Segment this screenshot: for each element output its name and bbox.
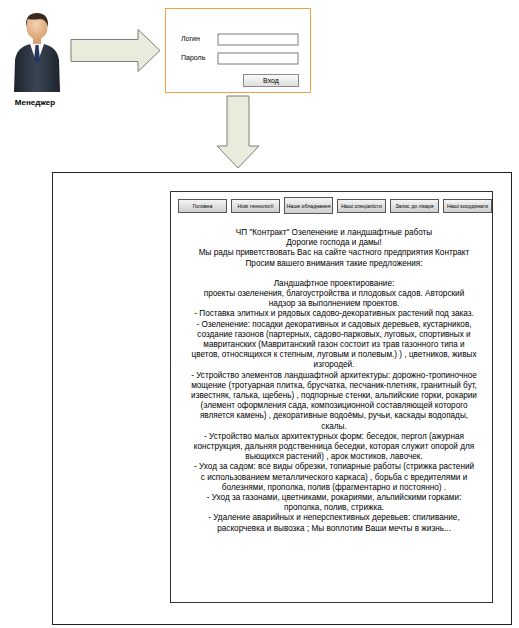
actor-label: Менеджер [2,98,68,107]
button-label: Головна [193,203,213,209]
login-button: Вход [243,74,299,87]
manager-figure [14,13,60,92]
content-box: ЧП "Контракт" Озеленение и ландшафтные р… [170,191,493,603]
body-paragraph: - Уход за газонами, цветниками, рокариям… [191,493,477,513]
block-arrow [217,96,259,168]
heading-line: Просим вашего внимания такие предложения… [191,259,477,269]
button-label: Запис до лікаря [395,203,433,209]
body-paragraph: - Устройство элементов ландшафтной архит… [191,371,477,432]
block-arrow [71,30,160,72]
heading-line: Мы рады приветствовать Вас на сайте част… [191,248,477,258]
nav-button: Головна [178,199,227,213]
page-frame: ЧП "Контракт" Озеленение и ландшафтные р… [52,172,512,625]
field-label: Пароль [181,54,205,61]
heading-line: Дорогие господа и дамы! [191,238,477,248]
button-label: Наше обладнання [287,203,331,209]
body-paragraph: - Устройство малых архитектурных форм: б… [191,432,477,463]
content-text: ЧП "Контракт" Озеленение и ландшафтные р… [191,228,477,534]
body-paragraph: - Поставка элитных и рядовых садово-деко… [191,309,477,319]
body-paragraph: - Уход за садом: все виды обрезки, топиа… [191,462,477,493]
hair [26,13,48,27]
button-label: Вход [263,77,279,84]
body-paragraph: Ландшафтное проектирование: [191,279,477,289]
tie [34,45,40,65]
shirt [30,44,44,64]
button-label: Наші спеціалісти [341,203,382,209]
body-paragraph: - Озеленение: посадки декоративных и сад… [191,320,477,371]
login-box: ЛогинПарольВход [165,8,311,93]
nav-button: Наші спеціалісти [337,199,386,213]
nav-button: Нові технології [231,199,280,213]
neck [33,36,41,45]
body-paragraph: - Удаление аварийных и неперспективных д… [191,513,477,533]
nav-button: Запис до лікаря [390,199,439,213]
button-label: Нові технології [238,203,274,209]
body-paragraph: проекты озеленения, благоустройства и пл… [191,289,477,309]
field-label: Логин [181,35,200,42]
nav-button: Наше обладнання [284,197,333,214]
suit [14,44,60,92]
manager-node: Менеджер [2,2,68,112]
head [27,15,48,40]
heading-line: ЧП "Контракт" Озеленение и ландшафтные р… [191,228,477,238]
button-label: Наші координати [447,203,488,209]
nav-button: Наші координати [443,199,492,213]
